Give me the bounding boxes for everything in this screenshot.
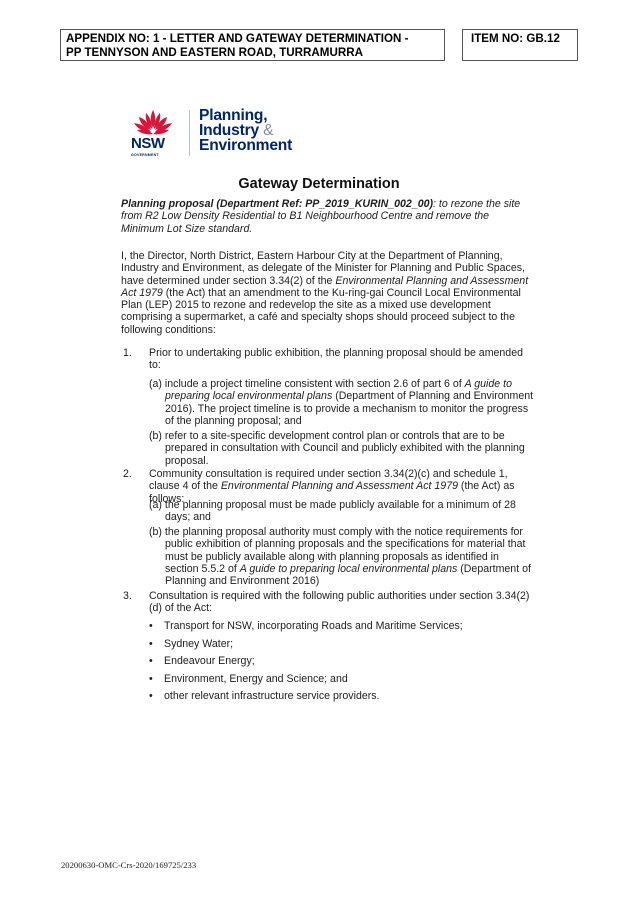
condition-3-number: 3. bbox=[123, 590, 132, 602]
dept-line-2: Industry & bbox=[199, 122, 292, 139]
proposal-description: : to rezone the site from R2 Low Density… bbox=[121, 198, 521, 235]
condition-2b: (b) the planning proposal authority must… bbox=[149, 526, 534, 587]
appendix-line-1: APPENDIX NO: 1 - LETTER AND GATEWAY DETE… bbox=[66, 32, 409, 45]
document-reference: 20200630-OMC-Crs-2020/169725/233 bbox=[61, 860, 197, 870]
act-name: Environmental Planning and Assessment Ac… bbox=[220, 480, 458, 493]
sub-text: include a project timeline consistent wi… bbox=[164, 378, 465, 390]
dept-ampersand: & bbox=[263, 122, 274, 139]
sub-label: (a) bbox=[149, 378, 162, 390]
bullet-icon: • bbox=[149, 690, 153, 702]
appendix-header-box: APPENDIX NO: 1 - LETTER AND GATEWAY DETE… bbox=[60, 29, 445, 61]
sub-text: the planning proposal authority must com… bbox=[164, 526, 526, 575]
act-name: Environmental Planning and Assessment Ac… bbox=[121, 274, 529, 299]
bullet-icon: • bbox=[149, 620, 153, 632]
sub-text: (Department of Planning and Environment … bbox=[165, 562, 531, 588]
department-name: Planning, Industry & Environment bbox=[199, 107, 293, 154]
sub-label: (b) bbox=[149, 430, 162, 442]
document-title: Gateway Determination bbox=[238, 176, 400, 192]
condition-2a: (a) the planning proposal must be made p… bbox=[149, 499, 534, 524]
sub-label: (b) bbox=[149, 526, 162, 538]
nsw-wordmark: NSW bbox=[131, 135, 165, 152]
planning-proposal-summary: Planning proposal (Department Ref: PP_20… bbox=[121, 198, 521, 235]
condition-text: Community consultation is required under… bbox=[149, 468, 508, 493]
condition-3-text: Consultation is required with the follow… bbox=[149, 590, 530, 615]
nsw-dpie-logo: NSW GOVERNMENT Planning, Industry & Envi… bbox=[131, 108, 311, 158]
sub-text: (Department of Planning and Environment … bbox=[165, 390, 534, 427]
bullet-icon: • bbox=[149, 638, 153, 650]
condition-1b: (b) refer to a site-specific development… bbox=[149, 430, 534, 467]
sub-text: the planning proposal must be made publi… bbox=[164, 499, 516, 524]
dept-industry: Industry bbox=[199, 122, 259, 139]
item-number: ITEM NO: GB.12 bbox=[471, 32, 560, 45]
condition-2-number: 2. bbox=[123, 468, 132, 480]
condition-text: (the Act) as follows: bbox=[149, 480, 515, 505]
sub-text: refer to a site-specific development con… bbox=[164, 430, 525, 467]
appendix-line-2: PP TENNYSON AND EASTERN ROAD, TURRAMURRA bbox=[66, 46, 363, 59]
dept-line-1: Planning, bbox=[199, 107, 268, 124]
authority-list-item: other relevant infrastructure service pr… bbox=[164, 690, 380, 702]
authority-list-item: Sydney Water; bbox=[164, 638, 234, 650]
dept-line-3: Environment bbox=[199, 137, 293, 154]
waratah-icon bbox=[134, 110, 172, 135]
bullet-icon: • bbox=[149, 673, 153, 685]
body-text-1: I, the Director, North District, Eastern… bbox=[121, 250, 525, 287]
condition-1-number: 1. bbox=[123, 347, 132, 359]
authority-list-item: Endeavour Energy; bbox=[164, 655, 255, 667]
item-number-box: ITEM NO: GB.12 bbox=[462, 29, 578, 61]
government-wordmark: GOVERNMENT bbox=[131, 153, 159, 157]
sub-label: (a) bbox=[149, 499, 162, 511]
authority-list-item: Environment, Energy and Science; and bbox=[164, 673, 348, 685]
bullet-icon: • bbox=[149, 655, 153, 667]
condition-1a: (a) include a project timeline consisten… bbox=[149, 378, 534, 427]
authority-list-item: Transport for NSW, incorporating Roads a… bbox=[164, 620, 463, 632]
body-text-2: (the Act) that an amendment to the Ku-ri… bbox=[121, 286, 521, 336]
proposal-ref: Planning proposal (Department Ref: PP_20… bbox=[121, 198, 434, 210]
determination-paragraph: I, the Director, North District, Eastern… bbox=[121, 250, 531, 336]
logo-divider bbox=[189, 110, 190, 156]
guide-title: A guide to preparing local environmental… bbox=[165, 378, 512, 403]
condition-1-text: Prior to undertaking public exhibition, … bbox=[149, 347, 523, 372]
condition-2-text: Community consultation is required under… bbox=[149, 468, 539, 505]
guide-title: A guide to preparing local environmental… bbox=[239, 562, 458, 575]
